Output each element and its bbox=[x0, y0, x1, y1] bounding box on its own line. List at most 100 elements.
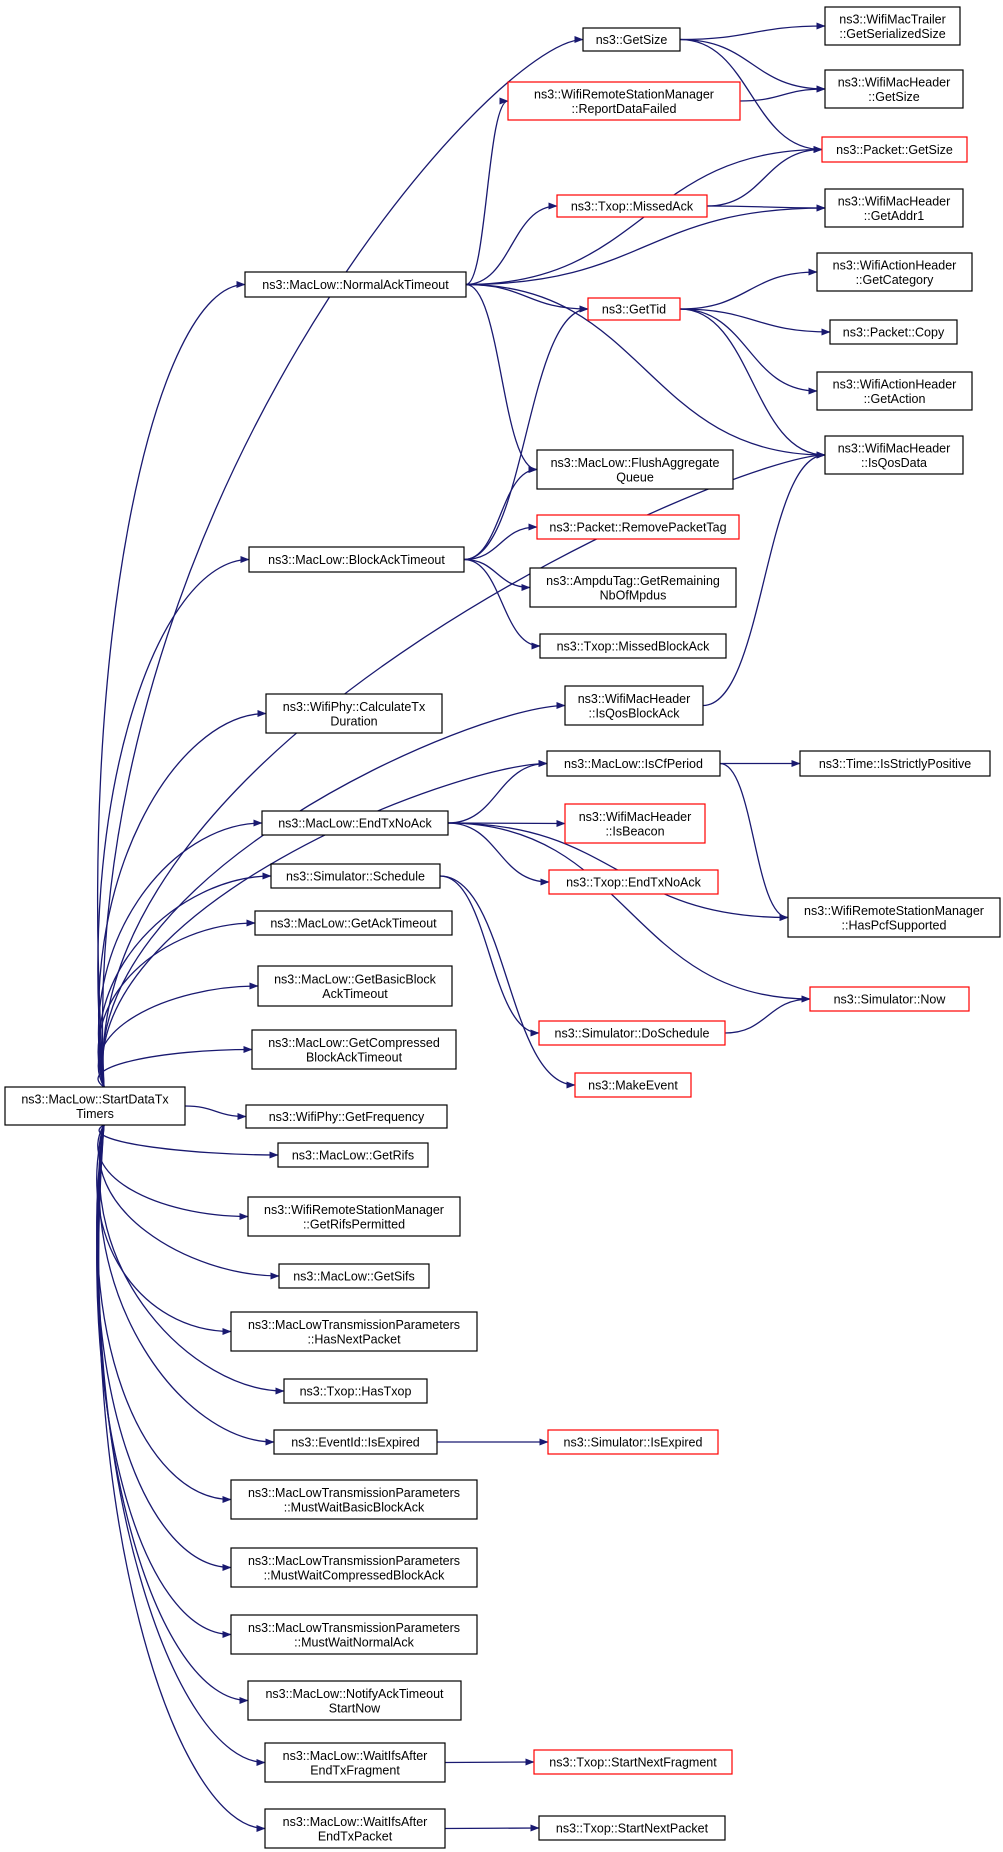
node-box bbox=[538, 1020, 726, 1046]
node-haspcfsupported[interactable]: ns3::WifiRemoteStationManager::HasPcfSup… bbox=[787, 897, 1001, 938]
node-isqosdata[interactable]: ns3::WifiMacHeader::IsQosData bbox=[824, 435, 964, 475]
node-label: ns3::MacLow::BlockAckTimeout bbox=[268, 553, 445, 567]
node-getrifspermitted[interactable]: ns3::WifiRemoteStationManager::GetRifsPe… bbox=[247, 1196, 461, 1237]
node-missedblockack[interactable]: ns3::Txop::MissedBlockAck bbox=[539, 633, 727, 659]
node-iscfperiod[interactable]: ns3::MacLow::IsCfPeriod bbox=[546, 750, 721, 777]
node-isqosblockack[interactable]: ns3::WifiMacHeader::IsQosBlockAck bbox=[564, 685, 704, 726]
edge-startdatatx-to-getrifspermitted bbox=[97, 1124, 249, 1220]
node-label: ns3::WifiMacHeader bbox=[838, 194, 951, 208]
node-box bbox=[536, 514, 740, 540]
node-label: ns3::Txop::MissedAck bbox=[571, 200, 694, 214]
node-box bbox=[787, 897, 1001, 938]
node-getaction[interactable]: ns3::WifiActionHeader::GetAction bbox=[816, 371, 973, 411]
node-mustwaitbasic[interactable]: ns3::MacLowTransmissionParameters::MustW… bbox=[230, 1479, 478, 1520]
node-mustwaitnormal[interactable]: ns3::MacLowTransmissionParameters::MustW… bbox=[230, 1614, 478, 1655]
node-getfrequency[interactable]: ns3::WifiPhy::GetFrequency bbox=[245, 1104, 448, 1129]
node-mustwaitcompressed[interactable]: ns3::MacLowTransmissionParameters::MustW… bbox=[230, 1547, 478, 1588]
node-getcategory[interactable]: ns3::WifiActionHeader::GetCategory bbox=[816, 252, 973, 292]
node-label: ::IsQosData bbox=[861, 456, 927, 470]
node-hastxop[interactable]: ns3::Txop::HasTxop bbox=[283, 1378, 428, 1404]
node-label: StartNow bbox=[329, 1701, 381, 1715]
node-makeevent[interactable]: ns3::MakeEvent bbox=[574, 1072, 692, 1098]
node-label: ns3::WifiPhy::GetFrequency bbox=[269, 1110, 425, 1124]
node-getsize[interactable]: ns3::GetSize bbox=[582, 27, 681, 52]
node-wifimactrailer[interactable]: ns3::WifiMacTrailer::GetSerializedSize bbox=[824, 6, 961, 46]
node-box bbox=[248, 546, 465, 573]
edge-normalacktimeout-to-flushaggregate bbox=[465, 283, 538, 473]
node-getacktimeout[interactable]: ns3::MacLow::GetAckTimeout bbox=[254, 910, 453, 936]
node-label: ns3::WifiMacTrailer bbox=[839, 12, 946, 26]
node-hasnextpacket[interactable]: ns3::MacLowTransmissionParameters::HasNe… bbox=[230, 1311, 478, 1352]
node-normalacktimeout[interactable]: ns3::MacLow::NormalAckTimeout bbox=[244, 271, 467, 298]
node-isbeacon[interactable]: ns3::WifiMacHeader::IsBeacon bbox=[564, 803, 706, 844]
node-box bbox=[547, 1429, 719, 1455]
node-box bbox=[230, 1547, 478, 1588]
node-getsifs[interactable]: ns3::MacLow::GetSifs bbox=[278, 1263, 430, 1289]
edge-endtxnoack-to-iscfperiod bbox=[447, 760, 548, 824]
node-gettid[interactable]: ns3::GetTid bbox=[587, 297, 681, 321]
node-startnextfragment[interactable]: ns3::Txop::StartNextFragment bbox=[533, 1749, 733, 1775]
node-packet_copy[interactable]: ns3::Packet::Copy bbox=[829, 319, 958, 345]
node-removepackettag[interactable]: ns3::Packet::RemovePacketTag bbox=[536, 514, 740, 540]
node-getaddr1[interactable]: ns3::WifiMacHeader::GetAddr1 bbox=[824, 188, 964, 228]
node-box bbox=[254, 910, 453, 936]
node-getcompressed[interactable]: ns3::MacLow::GetCompressedBlockAckTimeou… bbox=[251, 1029, 457, 1070]
edge-startdatatx-to-normalacktimeout bbox=[97, 281, 246, 1088]
edges-layer bbox=[96, 22, 831, 1832]
node-sim_isexpired[interactable]: ns3::Simulator::IsExpired bbox=[547, 1429, 719, 1455]
edge-blockacktimeout-to-removepackettag bbox=[463, 523, 538, 561]
node-reportdatafailed[interactable]: ns3::WifiRemoteStationManager::ReportDat… bbox=[507, 81, 741, 121]
node-box bbox=[824, 6, 961, 46]
node-box bbox=[273, 1429, 438, 1455]
node-box bbox=[816, 252, 973, 292]
node-label: ns3::GetSize bbox=[596, 33, 668, 47]
node-label: ns3::MacLow::IsCfPeriod bbox=[564, 757, 703, 771]
edge-reportdatafailed-to-machdr_getsize bbox=[739, 85, 826, 102]
node-box bbox=[582, 27, 681, 52]
node-label: ns3::WifiRemoteStationManager bbox=[534, 87, 714, 101]
node-label: ns3::Simulator::Schedule bbox=[286, 870, 425, 884]
node-simnow[interactable]: ns3::Simulator::Now bbox=[809, 986, 970, 1012]
node-box bbox=[264, 1808, 446, 1849]
node-txop_endtxnoack[interactable]: ns3::Txop::EndTxNoAck bbox=[548, 869, 719, 895]
edge-getsize-to-packet_getsize bbox=[679, 38, 823, 153]
node-label: ns3::MacLowTransmissionParameters bbox=[248, 1318, 460, 1332]
node-box bbox=[265, 693, 443, 734]
edge-doschedule-to-simnow bbox=[724, 995, 811, 1034]
node-isstrictlypositive[interactable]: ns3::Time::IsStrictlyPositive bbox=[799, 750, 991, 777]
node-doschedule[interactable]: ns3::Simulator::DoSchedule bbox=[538, 1020, 726, 1046]
edge-startdatatx-to-mustwaitnormal bbox=[96, 1124, 232, 1638]
node-label: ns3::MacLow::GetBasicBlock bbox=[274, 972, 437, 986]
node-getrifs[interactable]: ns3::MacLow::GetRifs bbox=[277, 1142, 429, 1168]
node-blockacktimeout[interactable]: ns3::MacLow::BlockAckTimeout bbox=[248, 546, 465, 573]
node-box bbox=[546, 750, 721, 777]
node-box bbox=[264, 1742, 446, 1783]
node-box bbox=[574, 1072, 692, 1098]
node-label: ns3::MacLow::GetSifs bbox=[293, 1270, 415, 1284]
edge-gettid-to-getcategory bbox=[679, 268, 818, 310]
edge-schedule-to-doschedule bbox=[439, 875, 540, 1037]
node-label: ::IsBeacon bbox=[605, 824, 664, 838]
node-label: EndTxPacket bbox=[318, 1829, 393, 1843]
node-box bbox=[4, 1086, 186, 1126]
node-packet_getsize[interactable]: ns3::Packet::GetSize bbox=[821, 136, 968, 163]
node-schedule[interactable]: ns3::Simulator::Schedule bbox=[270, 863, 441, 889]
node-endtxnoack[interactable]: ns3::MacLow::EndTxNoAck bbox=[261, 810, 449, 836]
node-startnextpacket[interactable]: ns3::Txop::StartNextPacket bbox=[538, 1815, 726, 1841]
node-box bbox=[538, 1815, 726, 1841]
node-label: ns3::WifiActionHeader bbox=[833, 377, 957, 391]
node-isexpired[interactable]: ns3::EventId::IsExpired bbox=[273, 1429, 438, 1455]
node-machdr_getsize[interactable]: ns3::WifiMacHeader::GetSize bbox=[824, 69, 964, 109]
node-box bbox=[548, 869, 719, 895]
edge-blockacktimeout-to-flushaggregate bbox=[463, 466, 538, 561]
node-missedack[interactable]: ns3::Txop::MissedAck bbox=[556, 194, 708, 218]
node-label: ns3::WifiMacHeader bbox=[838, 441, 951, 455]
